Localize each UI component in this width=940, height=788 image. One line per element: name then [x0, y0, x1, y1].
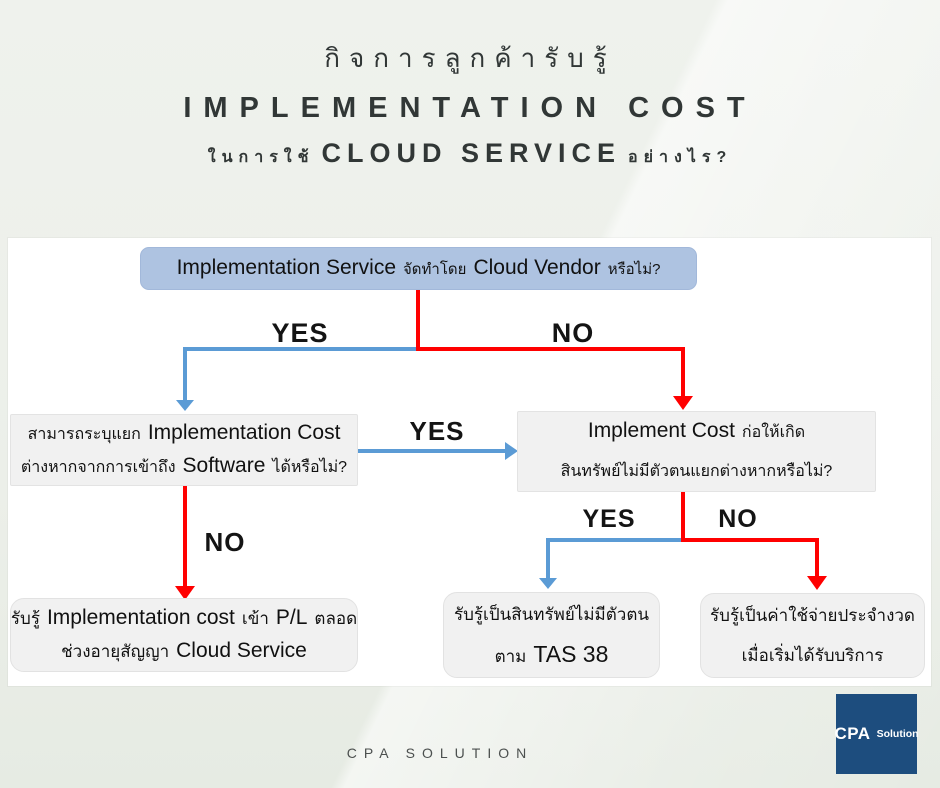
intangible-line2: สินทรัพย์ไม่มีตัวตนแยกต่างหากหรือไม่? [561, 459, 833, 484]
title-line3-thai-prefix: ในการใช้ [207, 149, 315, 166]
arrowhead-yes-left-icon [176, 400, 194, 411]
footer-brand-text: CPA SOLUTION [346, 745, 534, 761]
connector-intangible-yes-horizontal [546, 538, 685, 542]
separable-yes-label: YES [409, 416, 465, 446]
logo-cpa-text: CPA [834, 724, 871, 743]
arrowhead-no-right-icon [673, 396, 693, 410]
arrowhead-intangible-yes-icon [539, 578, 557, 589]
arrowhead-separable-no-icon [175, 586, 195, 600]
root-text-en1: Implementation Service [176, 256, 396, 279]
cpa-solution-logo: CPA Solution [834, 694, 919, 774]
outcome-pl-en1: Implementation cost [46, 606, 235, 629]
connector-intangible-yes-drop [546, 542, 550, 578]
separable-decision-box: สามารถระบุแยก Implementation Cost ต่างหาก… [10, 414, 358, 486]
intangible-no-label: NO [718, 505, 758, 533]
intangible-decision-box: Implement Cost ก่อให้เกิด สินทรัพย์ไม่มีต… [517, 411, 876, 492]
connector-intangible-no-drop [815, 542, 819, 578]
outcome-tas38-line2: ตาม TAS 38 [495, 641, 609, 670]
logo-solution-text: Solution [876, 728, 919, 740]
outcome-pl-th3: ตลอด [314, 609, 358, 628]
title-line-thai: กิจการลูกค้ารับรู้ [324, 43, 616, 73]
separable-line2: ต่างหากจากการเข้าถึง Software ได้หรือไม่? [21, 454, 347, 480]
intangible-line1: Implement Cost ก่อให้เกิด [588, 419, 805, 445]
title-line-implementation-cost: IMPLEMENTATION COST [183, 92, 757, 124]
connector-separable-no [183, 486, 187, 588]
separable-th2: ต่างหากจากการเข้าถึง [20, 458, 176, 476]
root-text-en2: Cloud Vendor [473, 256, 601, 279]
outcome-tas38-en1: TAS 38 [533, 640, 609, 667]
title-line3-english: CLOUD SERVICE [321, 138, 622, 168]
root-no-label: NO [551, 318, 595, 348]
intangible-th1: ก่อให้เกิด [741, 424, 806, 441]
root-decision-text: Implementation Service จัดทำโดย Cloud Vend… [177, 256, 661, 281]
connector-no-horizontal [416, 347, 685, 351]
page-title: กิจการลูกค้ารับรู้ IMPLEMENTATION COST ใ… [0, 38, 940, 170]
root-text-th1: จัดทำโดย [403, 261, 467, 278]
intangible-yes-label: YES [582, 505, 636, 533]
separable-en1: Implementation Cost [147, 420, 341, 444]
connector-yes-drop [183, 351, 187, 401]
outcome-tas38-box: รับรู้เป็นสินทรัพย์ไม่มีตัวตน ตาม TAS 38 [443, 592, 660, 678]
outcome-pl-th4: ช่วงอายุสัญญา [61, 642, 170, 661]
separable-th3: ได้หรือไม่? [272, 458, 348, 476]
connector-separable-yes [358, 449, 505, 453]
outcome-pl-en2: P/L [275, 606, 308, 629]
title-line-cloud-service: ในการใช้ CLOUD SERVICE อย่างไร? [0, 138, 940, 170]
connector-yes-horizontal [183, 347, 418, 351]
outcome-expense-line2: เมื่อเริ่มได้รับบริการ [741, 646, 884, 665]
intangible-en1: Implement Cost [587, 419, 735, 442]
outcome-expense-line1: รับรู้เป็นค่าใช้จ่ายประจำงวด [710, 606, 915, 625]
title-line3-thai-suffix: อย่างไร? [628, 149, 733, 166]
connector-intangible-stem [681, 492, 685, 540]
root-yes-label: YES [271, 318, 329, 348]
separable-no-label: NO [204, 527, 246, 557]
separable-en2: Software [182, 453, 266, 477]
outcome-tas38-line1: รับรู้เป็นสินทรัพย์ไม่มีตัวตน [454, 604, 649, 624]
connector-intangible-no-horizontal [681, 538, 819, 542]
root-text-th2: หรือไม่? [607, 261, 661, 278]
intangible-th2: สินทรัพย์ไม่มีตัวตนแยกต่างหากหรือไม่? [560, 463, 833, 480]
outcome-tas38-th2: ตาม [494, 646, 527, 666]
outcome-pl-th2: เข้า [241, 609, 269, 628]
outcome-pl-line2: ช่วงอายุสัญญา Cloud Service [61, 638, 307, 665]
separable-line1: สามารถระบุแยก Implementation Cost [28, 421, 341, 447]
outcome-pl-box: รับรู้ Implementation cost เข้า P/L ตลอด ช่ว… [10, 598, 358, 672]
outcome-pl-th1: รับรู้ [10, 609, 40, 628]
arrowhead-intangible-no-icon [807, 576, 827, 590]
outcome-expense-box: รับรู้เป็นค่าใช้จ่ายประจำงวด เมื่อเริ่มไ… [700, 593, 925, 678]
arrowhead-separable-yes-icon [505, 442, 518, 460]
outcome-pl-en3: Cloud Service [176, 639, 307, 662]
root-decision-box: Implementation Service จัดทำโดย Cloud Vend… [140, 247, 697, 290]
separable-th1: สามารถระบุแยก [27, 425, 141, 443]
connector-no-drop [681, 351, 685, 397]
outcome-pl-line1: รับรู้ Implementation cost เข้า P/L ตลอด [11, 605, 357, 632]
connector-root-stem [416, 290, 420, 348]
